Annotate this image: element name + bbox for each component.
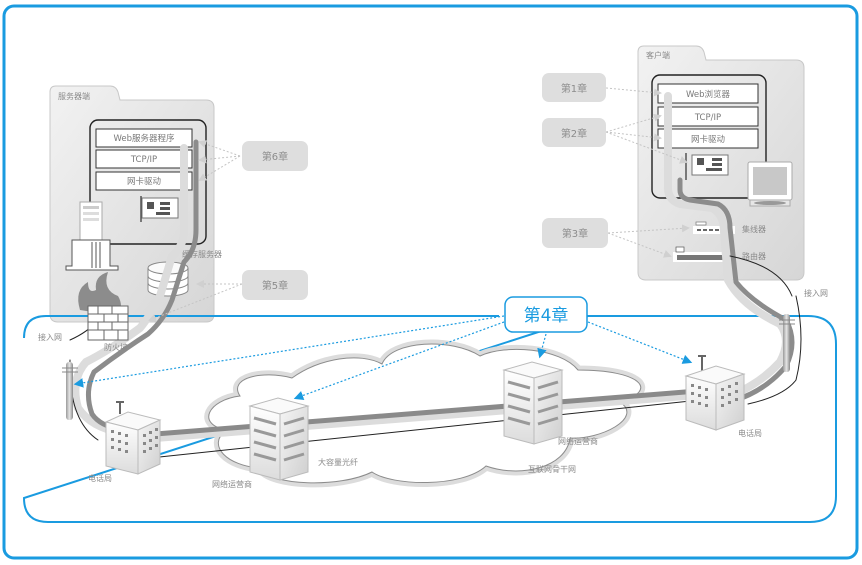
isp-building-right-icon — [502, 361, 564, 445]
svg-text:网卡驱动: 网卡驱动 — [691, 134, 726, 145]
backbone-label: 互联网骨干网 — [528, 465, 576, 474]
isp-right-label: 网络运营商 — [558, 436, 598, 446]
phone-office-left-icon — [104, 401, 162, 475]
isp-left-label: 网络运营商 — [212, 479, 252, 489]
server-layer-tcpip: TCP/IP — [95, 149, 193, 169]
client-layer-nic-driver: 网卡驱动 — [657, 128, 759, 149]
chapter-connectors — [148, 87, 690, 322]
server-computer-outline — [89, 119, 207, 245]
server-panel: 服务器端 Web服务器程序 TCP/IP 网卡驱动 — [49, 85, 222, 323]
server-title: 服务器端 — [58, 91, 90, 101]
chapter-2-callout[interactable]: 第2章 — [542, 118, 606, 147]
hub-label: 集线器 — [742, 224, 766, 234]
cache-server-label: 缓存服务器 — [182, 249, 222, 259]
firewall-icon — [78, 272, 129, 341]
phone-office-left-label: 电话局 — [88, 473, 112, 483]
server-layer-nic-driver: 网卡驱动 — [95, 171, 193, 191]
svg-text:第5章: 第5章 — [262, 279, 288, 292]
svg-text:网卡驱动: 网卡驱动 — [127, 176, 162, 187]
chapter-5-callout[interactable]: 第5章 — [242, 270, 308, 300]
network-region-frame — [22, 315, 837, 523]
svg-text:TCP/IP: TCP/IP — [130, 155, 157, 165]
chapter-4-connectors — [73, 315, 693, 401]
client-layer-tcpip: TCP/IP — [657, 106, 759, 127]
svg-text:TCP/IP: TCP/IP — [694, 113, 721, 123]
svg-text:第4章: 第4章 — [524, 306, 569, 326]
svg-text:第2章: 第2章 — [561, 127, 587, 140]
hub-icon — [693, 221, 735, 234]
client-panel: 客户端 Web浏览器 TCP/IP 网卡驱动 — [637, 45, 805, 281]
svg-text:Web服务器程序: Web服务器程序 — [113, 133, 175, 144]
utility-pole-right — [779, 314, 795, 372]
isp-building-left-icon — [248, 397, 310, 481]
chapter-6-callout[interactable]: 第6章 — [242, 141, 308, 171]
client-layer-web-browser: Web浏览器 — [657, 83, 759, 104]
phone-office-right-label: 电话局 — [738, 428, 762, 438]
client-computer-outline — [651, 74, 767, 199]
svg-text:Web浏览器: Web浏览器 — [686, 89, 731, 100]
chapter-4-callout[interactable]: 第4章 — [504, 296, 588, 333]
svg-text:第3章: 第3章 — [562, 227, 588, 240]
server-layer-web-server: Web服务器程序 — [95, 128, 193, 148]
svg-text:第6章: 第6章 — [262, 150, 288, 163]
client-title: 客户端 — [646, 50, 670, 60]
server-tower-icon — [65, 201, 119, 271]
monitor-icon — [747, 161, 793, 207]
chapter-3-callout[interactable]: 第3章 — [542, 218, 608, 248]
phone-office-right-icon — [684, 355, 746, 431]
svg-text:第1章: 第1章 — [561, 82, 587, 95]
firewall-label: 防火墙 — [104, 342, 128, 352]
outer-frame — [2, 4, 859, 560]
client-access-net-label: 接入网 — [804, 288, 828, 298]
router-icon — [673, 246, 729, 262]
router-label: 路由器 — [742, 251, 766, 261]
server-nic-icon — [140, 196, 179, 222]
utility-pole-left — [62, 362, 78, 420]
chapter-1-callout[interactable]: 第1章 — [542, 73, 606, 102]
server-access-net-label: 接入网 — [38, 332, 62, 342]
fiber-label: 大容量光纤 — [318, 457, 358, 467]
